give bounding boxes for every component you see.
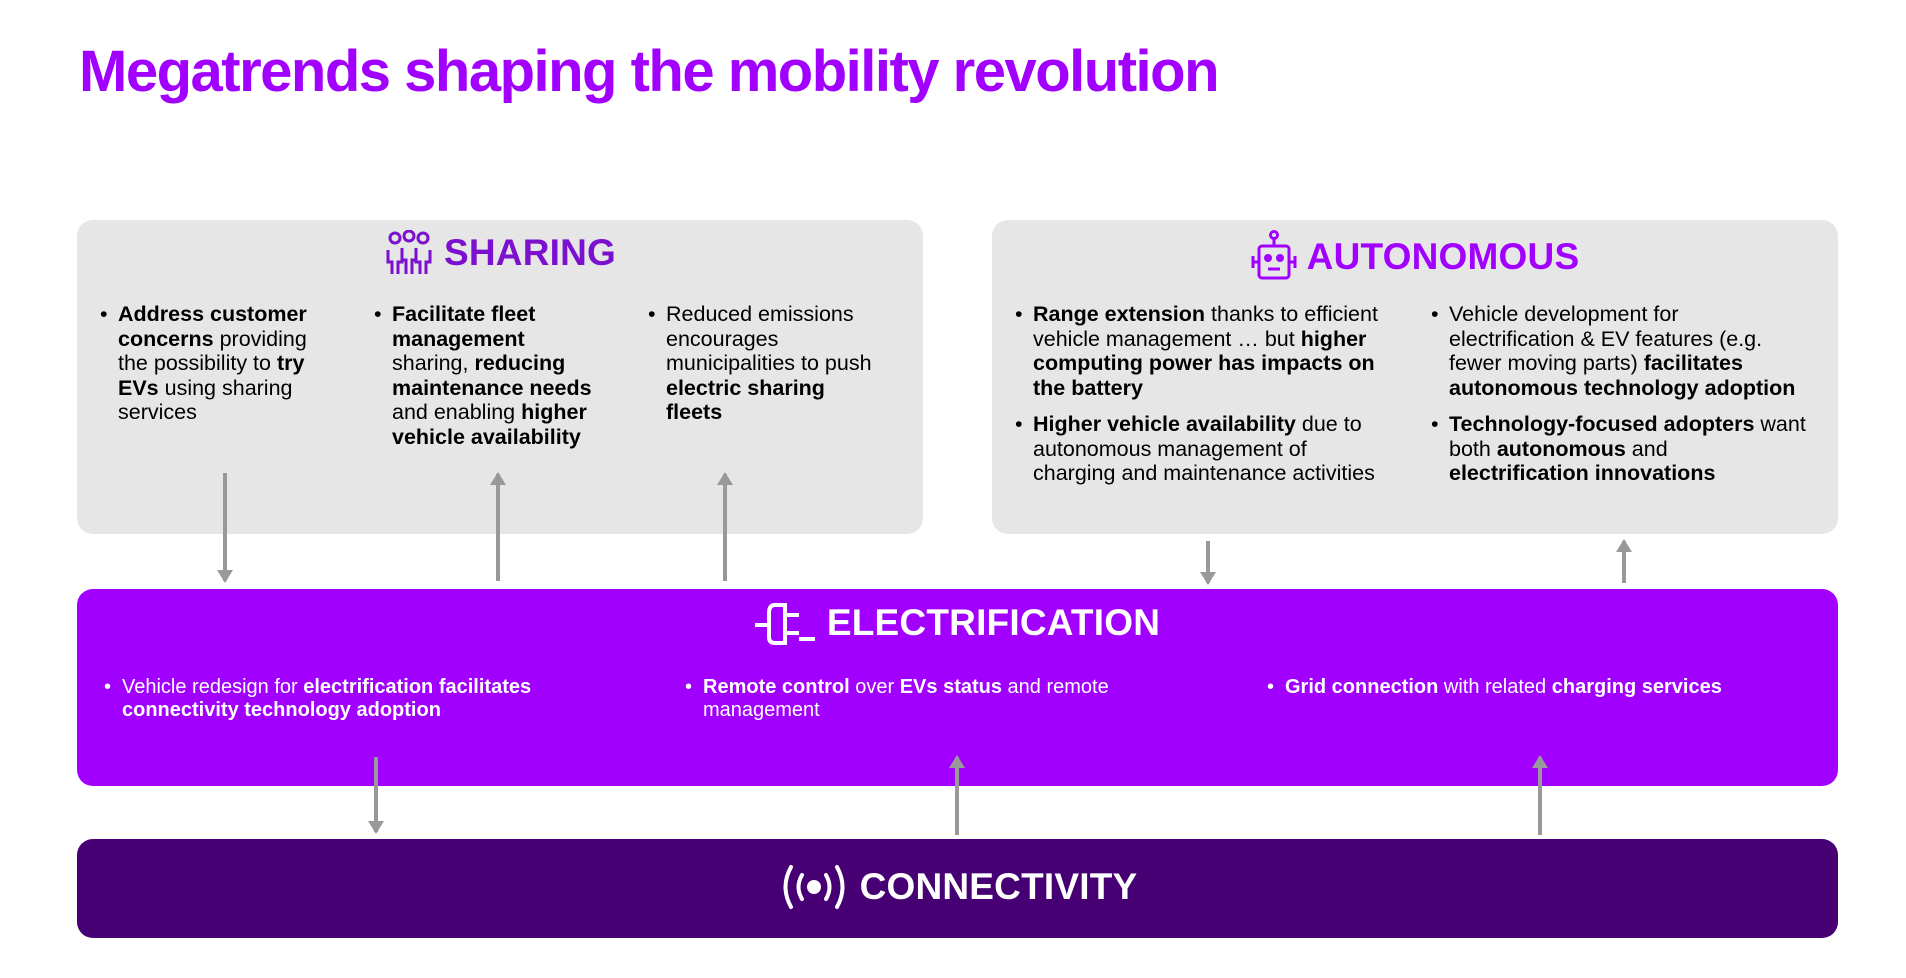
bullet-text: Vehicle redesign for bbox=[122, 676, 304, 698]
sharing-col-3: Reduced emissions encourages municipalit… bbox=[648, 302, 873, 437]
bullet-text-bold: Technology-focused adopters bbox=[1449, 412, 1755, 436]
electrification-col-1: Vehicle redesign for electrification fac… bbox=[104, 676, 594, 734]
bullet-text-bold: charging services bbox=[1551, 676, 1722, 698]
plug-icon bbox=[754, 601, 827, 645]
sharing-panel: SHARING Address customer concerns provid… bbox=[77, 220, 923, 534]
autonomous-col-1: Range extension thanks to efficient vehi… bbox=[1015, 302, 1390, 498]
bullet-text: providing the possibility to bbox=[118, 326, 313, 376]
bullet-text-bold: electrification innovations bbox=[1449, 461, 1716, 485]
electrification-panel: ELECTRIFICATION Vehicle redesign for ele… bbox=[77, 589, 1838, 786]
electrification-header: ELECTRIFICATION bbox=[77, 601, 1838, 645]
bullet-text-bold: Remote control bbox=[703, 676, 850, 698]
autonomous-header: AUTONOMOUS bbox=[992, 230, 1838, 284]
sharing-header: SHARING bbox=[77, 230, 923, 276]
bullet-text-bold: autonomous bbox=[1496, 436, 1626, 461]
bullet-item: Technology-focused adopters want both au… bbox=[1431, 412, 1806, 486]
arrow-sharing-to-electrification-1 bbox=[217, 473, 233, 583]
broadcast-signal-icon bbox=[778, 864, 860, 910]
bullet-text: over bbox=[849, 676, 900, 698]
connectivity-header: CONNECTIVITY bbox=[77, 864, 1838, 910]
bullet-text-bold: Grid connection bbox=[1285, 676, 1439, 698]
connectivity-title: CONNECTIVITY bbox=[859, 866, 1138, 907]
bullet-text-bold: higher computing power has impacts on th… bbox=[1033, 326, 1381, 400]
sharing-title: SHARING bbox=[443, 232, 617, 273]
bullet-text: and bbox=[1625, 436, 1674, 461]
autonomous-title: AUTONOMOUS bbox=[1306, 236, 1580, 277]
bullet-text: want both bbox=[1449, 412, 1812, 461]
bullet-text-bold: electrification facilitates connectivity… bbox=[122, 676, 537, 721]
page-title: Megatrends shaping the mobility revoluti… bbox=[79, 39, 1220, 104]
electrification-col-3: Grid connection with related charging se… bbox=[1267, 676, 1797, 711]
bullet-item: Vehicle development for electrification … bbox=[1431, 302, 1806, 400]
bullet-item: Address customer concerns providing the … bbox=[100, 302, 325, 425]
bullet-text-bold: electric sharing fleets bbox=[666, 375, 831, 425]
arrow-electrification-to-connectivity-1 bbox=[368, 757, 384, 834]
bullet-text: Reduced emissions encourages municipalit… bbox=[666, 302, 878, 375]
bullet-item: Reduced emissions encourages municipalit… bbox=[648, 302, 873, 425]
bullet-text: sharing, bbox=[392, 326, 531, 375]
bullet-text-bold: Address customer concerns bbox=[118, 302, 313, 351]
bullet-item: Vehicle redesign for electrification fac… bbox=[104, 676, 594, 722]
bullet-text: using sharing services bbox=[118, 375, 299, 425]
arrow-autonomous-to-electrification-1 bbox=[1200, 541, 1216, 585]
arrow-connectivity-to-electrification-2 bbox=[949, 755, 965, 835]
bullet-text-bold: facilitates autonomous technology adopti… bbox=[1449, 351, 1796, 400]
sharing-col-2: Facilitate fleet management sharing, red… bbox=[374, 302, 606, 461]
bullet-text: thanks to efficient vehicle management …… bbox=[1033, 302, 1384, 351]
bullet-item: Facilitate fleet management sharing, red… bbox=[374, 302, 606, 449]
bullet-item: Grid connection with related charging se… bbox=[1267, 676, 1797, 699]
bullet-item: Range extension thanks to efficient vehi… bbox=[1015, 302, 1390, 400]
sharing-col-1: Address customer concerns providing the … bbox=[100, 302, 325, 437]
bullet-text: and enabling bbox=[392, 375, 598, 424]
arrow-electrification-to-autonomous-2 bbox=[1616, 539, 1632, 583]
bullet-text: Vehicle development for electrification … bbox=[1449, 302, 1769, 375]
bullet-text-bold: EVs status bbox=[899, 676, 1002, 698]
arrow-electrification-to-sharing-2 bbox=[490, 472, 506, 581]
robot-icon bbox=[1251, 230, 1307, 284]
bullet-text-bold: Higher vehicle availability bbox=[1033, 412, 1296, 436]
arrow-connectivity-to-electrification-3 bbox=[1532, 755, 1548, 835]
electrification-title: ELECTRIFICATION bbox=[826, 602, 1161, 643]
bullet-text-bold: Range extension bbox=[1033, 302, 1206, 326]
bullet-item: Higher vehicle availability due to auton… bbox=[1015, 412, 1390, 486]
bullet-text-bold: reducing maintenance needs bbox=[392, 351, 592, 400]
connectivity-panel: CONNECTIVITY bbox=[77, 839, 1838, 938]
autonomous-panel: AUTONOMOUS Range extension thanks to eff… bbox=[992, 220, 1838, 534]
electrification-col-2: Remote control over EVs status and remot… bbox=[685, 676, 1155, 734]
bullet-text: and remote management bbox=[703, 676, 1115, 721]
bullet-text-bold: higher vehicle availability bbox=[392, 400, 593, 449]
bullet-text: due to autonomous management of charging… bbox=[1033, 412, 1375, 485]
bullet-text-bold: try EVs bbox=[118, 351, 311, 400]
people-group-icon bbox=[384, 230, 444, 276]
autonomous-col-2: Vehicle development for electrification … bbox=[1431, 302, 1806, 498]
bullet-text-bold: Facilitate fleet management bbox=[392, 302, 542, 351]
bullet-text: with related bbox=[1438, 676, 1552, 698]
bullet-item: Remote control over EVs status and remot… bbox=[685, 676, 1155, 722]
arrow-electrification-to-sharing-3 bbox=[717, 472, 733, 581]
